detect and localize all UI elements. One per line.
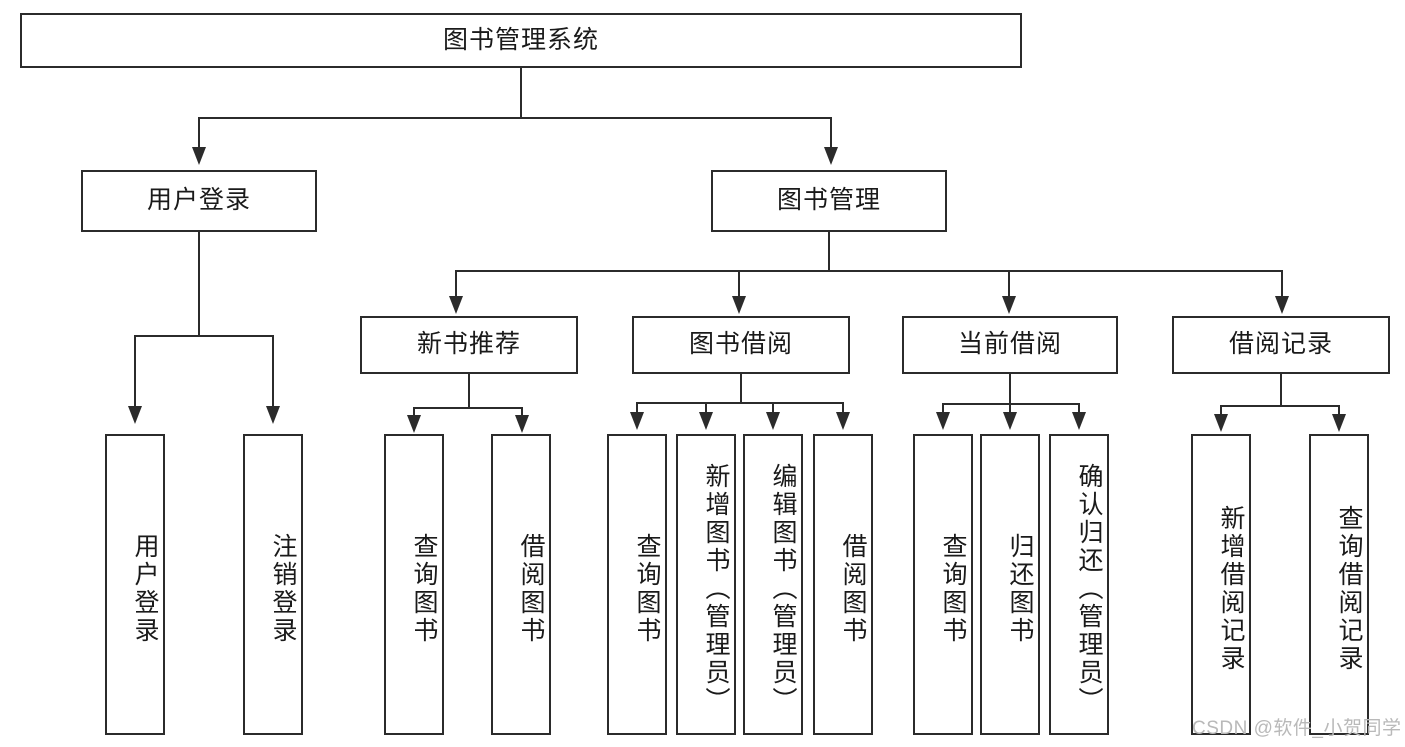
connector-user-login-drop-1: [134, 335, 136, 408]
watermark-text: CSDN @软件_小贺同学: [1192, 718, 1402, 739]
node-label: 用户登录: [146, 186, 251, 215]
connector-br-stem: [1280, 374, 1282, 407]
node-label: 新增借阅记录: [1217, 504, 1245, 673]
connector-br-bar: [1220, 405, 1340, 407]
node-label: 编辑图书（管理员）: [769, 462, 797, 715]
node-user-login[interactable]: 用户登录: [81, 170, 317, 232]
arrowhead-cb-leaf-2: [1003, 412, 1017, 430]
node-label: 新增图书（管理员）: [702, 462, 730, 715]
leaf-cb-confirm-return[interactable]: 确认归还（管理员）: [1049, 434, 1109, 735]
connector-cb-drop-3: [1078, 403, 1080, 416]
node-label: 图书管理: [776, 186, 881, 215]
arrowhead-to-logout-leaf: [266, 406, 280, 424]
node-label: 注销登录: [269, 532, 297, 645]
arrowhead-to-current-borrow: [1002, 296, 1016, 314]
connector-cb-bar: [942, 403, 1080, 405]
node-label: 归还图书: [1006, 532, 1034, 645]
leaf-br-query-record[interactable]: 查询借阅记录: [1309, 434, 1369, 735]
node-root-book-management-system[interactable]: 图书管理系统: [20, 13, 1022, 68]
arrowhead-to-borrow-record: [1275, 296, 1289, 314]
connector-root-stem: [520, 68, 522, 118]
node-label: 当前借阅: [957, 330, 1062, 359]
connector-cb-drop-2: [1009, 403, 1011, 416]
node-label: 图书借阅: [688, 330, 793, 359]
leaf-logout[interactable]: 注销登录: [243, 434, 303, 735]
connector-level3-drop-1: [455, 270, 457, 298]
node-label: 新书推荐: [416, 330, 521, 359]
leaf-cb-query-book[interactable]: 查询图书: [913, 434, 973, 735]
node-label: 借阅图书: [839, 532, 867, 645]
arrowhead-bb-leaf-4: [836, 412, 850, 430]
node-label: 查询借阅记录: [1335, 504, 1363, 673]
node-label: 借阅记录: [1228, 330, 1333, 359]
leaf-cb-return-book[interactable]: 归还图书: [980, 434, 1040, 735]
connector-user-login-drop-2: [272, 335, 274, 408]
arrowhead-bb-leaf-2: [699, 412, 713, 430]
connector-cb-stem: [1009, 374, 1011, 405]
node-borrow-record[interactable]: 借阅记录: [1172, 316, 1390, 374]
connector-bb-drop-3: [772, 402, 774, 416]
leaf-br-add-record[interactable]: 新增借阅记录: [1191, 434, 1251, 735]
arrowhead-nbr-leaf-2: [515, 415, 529, 433]
node-label: 查询图书: [410, 532, 438, 645]
connector-level3-drop-3: [1008, 270, 1010, 298]
connector-book-management-stem: [828, 232, 830, 272]
connector-br-drop-2: [1338, 405, 1340, 418]
connector-bb-drop-1: [636, 402, 638, 416]
arrowhead-to-user-login-leaf: [128, 406, 142, 424]
leaf-bb-edit-book[interactable]: 编辑图书（管理员）: [743, 434, 803, 735]
node-label: 用户登录: [131, 532, 159, 645]
connector-nbr-stem: [468, 374, 470, 409]
connector-user-login-stem: [198, 232, 200, 336]
connector-root-drop-left: [198, 117, 200, 149]
arrowhead-to-user-login: [192, 147, 206, 165]
arrowhead-to-new-book-recommend: [449, 296, 463, 314]
node-book-borrow[interactable]: 图书借阅: [632, 316, 850, 374]
connector-level3-bar: [455, 270, 1283, 272]
node-book-management[interactable]: 图书管理: [711, 170, 947, 232]
connector-root-drop-right: [830, 117, 832, 149]
connector-nbr-drop-1: [413, 407, 415, 419]
arrowhead-to-book-management: [824, 147, 838, 165]
node-label: 查询图书: [939, 532, 967, 645]
arrowhead-br-leaf-1: [1214, 414, 1228, 432]
arrowhead-cb-leaf-1: [936, 412, 950, 430]
connector-root-bar: [198, 117, 832, 119]
node-new-book-recommend[interactable]: 新书推荐: [360, 316, 578, 374]
connector-level3-drop-2: [738, 270, 740, 298]
leaf-bb-add-book[interactable]: 新增图书（管理员）: [676, 434, 736, 735]
connector-br-drop-1: [1220, 405, 1222, 418]
connector-bb-drop-4: [842, 402, 844, 416]
connector-bb-stem: [740, 374, 742, 404]
connector-nbr-bar: [413, 407, 523, 409]
leaf-bb-query-book[interactable]: 查询图书: [607, 434, 667, 735]
arrowhead-bb-leaf-3: [766, 412, 780, 430]
arrowhead-to-book-borrow: [732, 296, 746, 314]
arrowhead-bb-leaf-1: [630, 412, 644, 430]
node-label: 查询图书: [633, 532, 661, 645]
connector-bb-drop-2: [705, 402, 707, 416]
connector-user-login-bar: [134, 335, 274, 337]
node-label: 确认归还（管理员）: [1075, 462, 1103, 715]
connector-level3-drop-4: [1281, 270, 1283, 298]
arrowhead-nbr-leaf-1: [407, 415, 421, 433]
node-label: 借阅图书: [517, 532, 545, 645]
node-current-borrow[interactable]: 当前借阅: [902, 316, 1118, 374]
leaf-nbr-query-book[interactable]: 查询图书: [384, 434, 444, 735]
connector-cb-drop-1: [942, 403, 944, 416]
leaf-user-login[interactable]: 用户登录: [105, 434, 165, 735]
node-label: 图书管理系统: [442, 25, 599, 54]
leaf-bb-borrow-book[interactable]: 借阅图书: [813, 434, 873, 735]
connector-nbr-drop-2: [521, 407, 523, 419]
arrowhead-cb-leaf-3: [1072, 412, 1086, 430]
leaf-nbr-borrow-book[interactable]: 借阅图书: [491, 434, 551, 735]
connector-bb-bar: [636, 402, 844, 404]
arrowhead-br-leaf-2: [1332, 414, 1346, 432]
